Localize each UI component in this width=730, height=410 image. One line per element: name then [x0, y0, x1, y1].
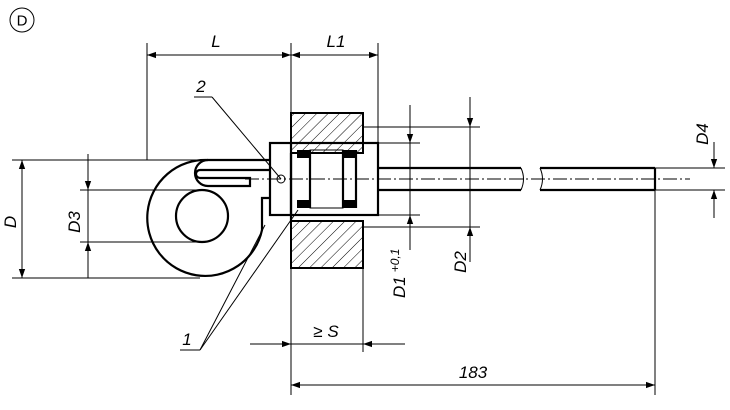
- callout-2: 2: [194, 77, 282, 180]
- dim-D1: D1+0,1: [378, 105, 420, 298]
- dim-D: D: [1, 159, 210, 279]
- dim-D3: D3: [65, 154, 202, 278]
- dim-S-label: ≥ S: [313, 322, 339, 341]
- pin-shaft: [245, 166, 690, 192]
- dim-L-label: L: [211, 32, 220, 51]
- dim-D4-label: D4: [693, 123, 712, 145]
- dim-S: ≥ S: [250, 268, 405, 395]
- dim-D3-label: D3: [65, 211, 84, 233]
- dim-D1-label: D1+0,1: [388, 249, 409, 298]
- dim-length-label: 183: [459, 363, 488, 382]
- callout-2-label: 2: [195, 77, 206, 96]
- dim-D-label: D: [1, 216, 20, 228]
- workpiece-section: [289, 112, 364, 269]
- dim-L1-label: L1: [327, 32, 346, 51]
- dim-D4: D4: [655, 123, 725, 218]
- dim-L: L: [146, 32, 379, 160]
- view-label-text: D: [17, 13, 28, 30]
- callout-1: 1: [180, 209, 299, 351]
- dim-D2-label: D2: [451, 251, 470, 273]
- view-label: D: [9, 7, 35, 33]
- dim-length: 183: [291, 190, 656, 395]
- dim-D2: D2: [363, 97, 480, 273]
- dim-L1: L1: [291, 32, 378, 59]
- callout-1-label: 1: [182, 330, 191, 349]
